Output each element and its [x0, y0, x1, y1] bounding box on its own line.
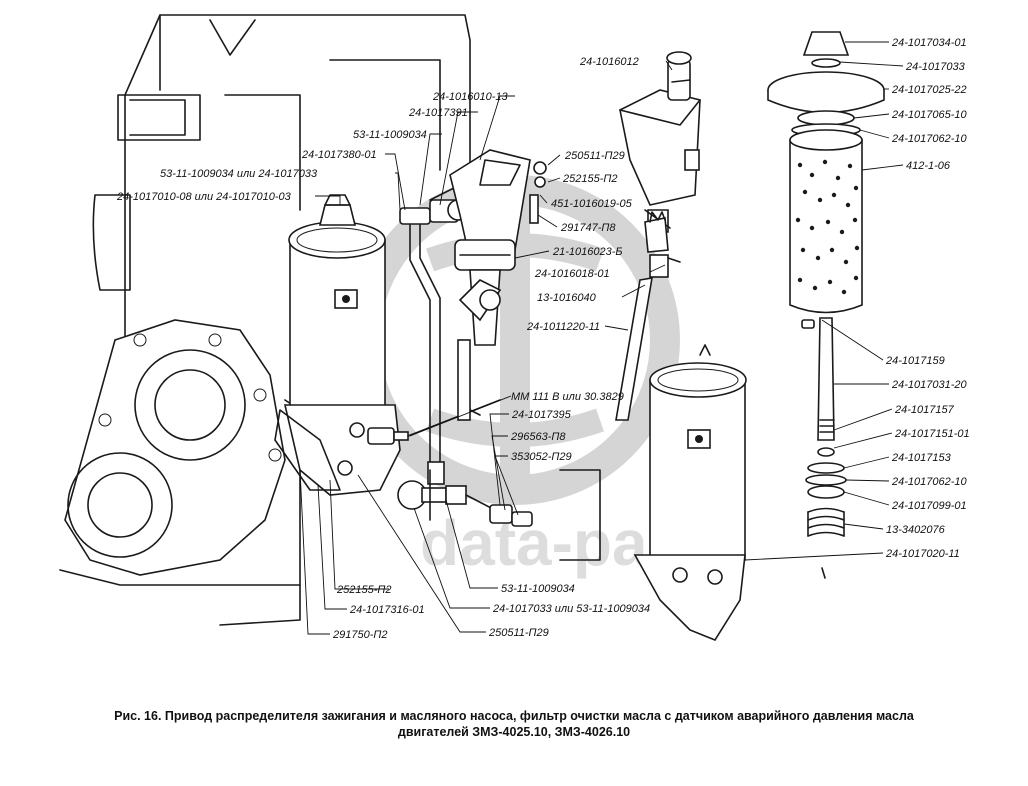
part-label: 24-1016018-01: [534, 268, 610, 280]
leader-lines: [299, 41, 904, 635]
part-label: 24-1017151-01: [894, 428, 970, 440]
part-label: 24-1017065-10: [891, 109, 968, 121]
part-label: 24-1016010-13: [432, 91, 509, 103]
part-label: 53-11-1009034: [353, 129, 427, 141]
distributor-housing: [619, 51, 701, 233]
part-label: 24-1017010-08 или 24-1017010-03: [116, 191, 292, 203]
part-label: 24-1017020-11: [885, 548, 960, 560]
oil-filter-housing-right: [633, 344, 826, 641]
figure-caption: Рис. 16. Привод распределителя зажигания…: [20, 708, 1008, 740]
part-label: 24-1017033: [905, 61, 966, 73]
part-label: 24-1017159: [885, 355, 945, 367]
part-label: 24-1017062-10: [891, 476, 968, 488]
part-label: 291750-П2: [332, 629, 387, 641]
part-label: 412-1-06: [906, 160, 951, 172]
engine-block: [59, 14, 601, 626]
part-label: 24-1017380-01: [301, 149, 377, 161]
part-label: 291747-П8: [560, 222, 616, 234]
caption-line-1: Рис. 16. Привод распределителя зажигания…: [114, 709, 914, 723]
part-label: 13-1016040: [537, 292, 597, 304]
part-label: 24-1017031-20: [891, 379, 968, 391]
part-label: 24-1017316-01: [349, 604, 425, 616]
part-label: 24-1017391: [408, 107, 468, 119]
part-label: 451-1016019-05: [551, 198, 633, 210]
part-label: 24-1017099-01: [891, 500, 967, 512]
oil-filter-housing-left: [274, 194, 401, 496]
part-label: 53-11-1009034: [501, 583, 575, 595]
part-label: 24-1017395: [511, 409, 572, 421]
part-label: 296563-П8: [510, 431, 566, 443]
oil-pressure-sensor: [367, 399, 501, 445]
part-labels: 24-1017034-01 24-1017033 24-1017025-22 2…: [116, 37, 970, 641]
part-label: 250511-П29: [488, 627, 549, 639]
part-label: 24-1017034-01: [891, 37, 967, 49]
filter-element-stack: [767, 31, 885, 537]
small-drive-parts: [529, 161, 681, 421]
caption-line-2: двигателей ЗМЗ-4025.10, ЗМЗ-4026.10: [397, 725, 631, 739]
part-label: 24-1017033 или 53-11-1009034: [492, 603, 650, 615]
part-label: 24-1017157: [894, 404, 955, 416]
part-label: 252155-П2: [562, 173, 617, 185]
part-label: 250511-П29: [564, 150, 625, 162]
part-label: 353052-П29: [511, 451, 572, 463]
part-label: 24-1011220-11: [526, 321, 600, 333]
distributor-drive-bracket: [449, 149, 531, 421]
part-label: 24-1016012: [579, 56, 639, 68]
relief-valve-parts: [397, 469, 533, 527]
part-label: 13-3402076: [886, 524, 946, 536]
part-label: 24-1017153: [891, 452, 952, 464]
part-label: 21-1016023-Б: [552, 246, 623, 258]
part-label: 53-11-1009034 или 24-1017033: [160, 168, 318, 180]
part-label: 24-1017025-22: [891, 84, 967, 96]
part-label: 24-1017062-10: [891, 133, 968, 145]
part-label: 252155-П2: [336, 584, 391, 596]
part-label: ММ 111 В или 30.3829: [511, 391, 624, 403]
